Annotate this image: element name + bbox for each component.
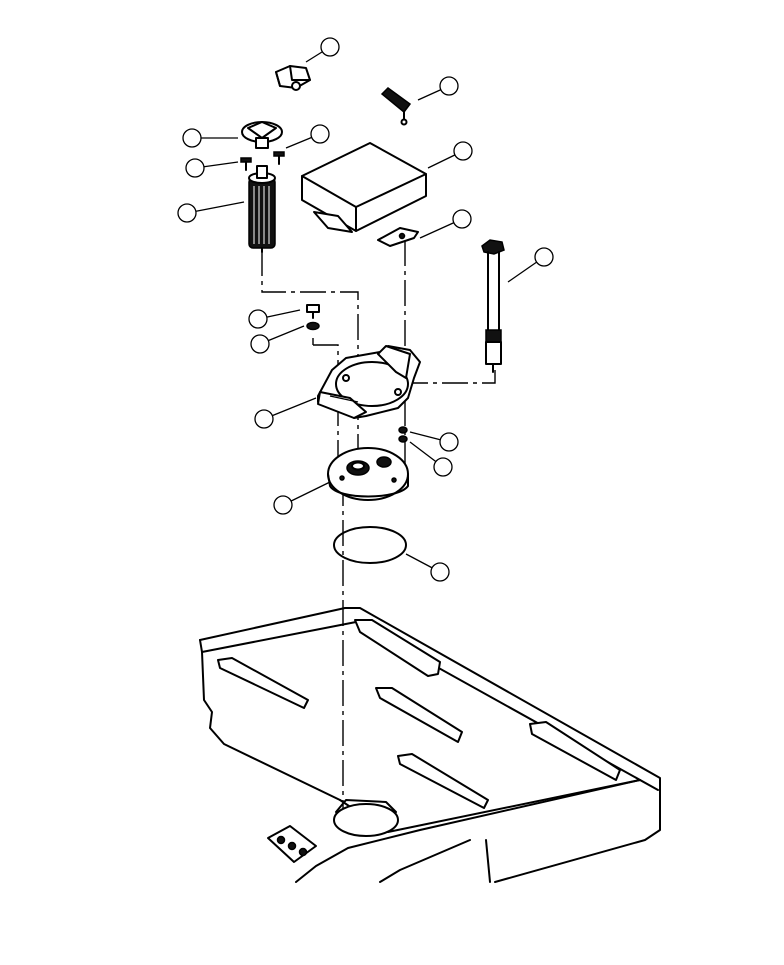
callout-balloon (439, 76, 459, 96)
callout-balloon (310, 124, 330, 144)
screws (240, 151, 285, 171)
callout-balloon (433, 457, 453, 477)
callout-balloon (439, 432, 459, 452)
screw-and-washer (306, 304, 320, 331)
level-sender (481, 239, 505, 373)
pump-mounting-plate (317, 345, 421, 419)
control-module (301, 142, 427, 233)
callout-balloons (177, 37, 554, 582)
callout-balloon (182, 128, 202, 148)
callout-balloon (250, 334, 270, 354)
tank-gasket-ring (333, 526, 407, 564)
fuel-tank (199, 607, 661, 883)
callout-leader-line (186, 201, 245, 214)
callout-balloon (248, 309, 268, 329)
callout-balloon (273, 495, 293, 515)
callout-balloon (177, 203, 197, 223)
retaining-clip (380, 87, 412, 126)
mounting-bracket (377, 227, 419, 247)
o-ring-seals (398, 426, 408, 443)
pump-flange (327, 447, 409, 501)
electrical-connector (275, 65, 311, 91)
callout-balloon (430, 562, 450, 582)
callout-balloon (453, 141, 473, 161)
vent-valve-cap (241, 121, 283, 149)
callout-balloon (254, 409, 274, 429)
callout-balloon (320, 37, 340, 57)
callout-balloon (185, 158, 205, 178)
callout-balloon (534, 247, 554, 267)
fuel-filter (248, 165, 276, 253)
callout-balloon (452, 209, 472, 229)
